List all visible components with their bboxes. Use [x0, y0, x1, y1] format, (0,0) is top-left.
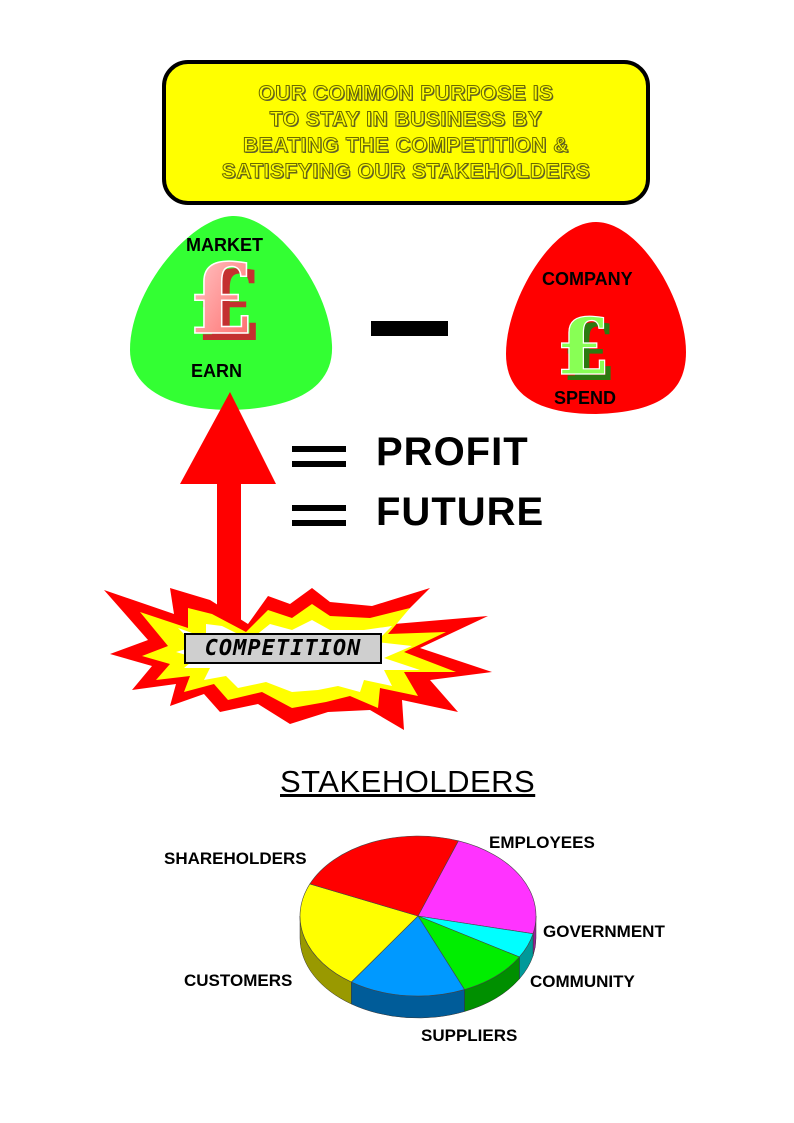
purpose-banner: OUR COMMON PURPOSE IS TO STAY IN BUSINES…	[162, 60, 650, 205]
pie-slice-suppliers	[350, 915, 465, 997]
purpose-line: TO STAY IN BUSINESS BY	[269, 107, 543, 131]
market-blob	[130, 215, 333, 410]
equals-sign-profit	[292, 446, 346, 467]
competition-label: COMPETITION	[204, 636, 362, 661]
pie-slice-employees	[417, 840, 537, 935]
pie-label-government: GOVERNMENT	[543, 922, 665, 941]
purpose-line: OUR COMMON PURPOSE IS	[258, 81, 554, 105]
company-label: COMPANY	[542, 269, 633, 289]
spend-label: SPEND	[554, 388, 617, 408]
earn-label: EARN	[191, 361, 243, 381]
svg-text:£: £	[188, 243, 255, 356]
stakeholders-pie-chart	[299, 835, 537, 1019]
equals-sign-future	[292, 505, 346, 526]
purpose-line: BEATING THE COMPETITION &	[243, 133, 569, 157]
company-blob	[506, 222, 686, 414]
svg-text:£: £	[196, 250, 263, 363]
minus-sign	[371, 321, 448, 336]
competition-up-arrow	[180, 392, 276, 640]
pie-slice-shareholders	[309, 835, 459, 917]
competition-label-box: COMPETITION	[184, 633, 382, 664]
purpose-line: SATISFYING OUR STAKEHOLDERS	[221, 159, 591, 183]
pie-label-employees: EMPLOYEES	[489, 833, 595, 852]
company-pound-icon: £ £	[555, 301, 616, 399]
profit-label: PROFIT	[376, 430, 529, 474]
stakeholders-title: STAKEHOLDERS	[280, 764, 536, 799]
svg-text:£: £	[562, 308, 616, 399]
pie-label-suppliers: SUPPLIERS	[421, 1026, 518, 1045]
future-label: FUTURE	[376, 490, 545, 534]
pie-slice-customers	[299, 883, 419, 983]
pie-label-customers: CUSTOMERS	[184, 971, 293, 990]
market-pound-icon: £ £	[187, 242, 263, 363]
market-label: MARKET	[186, 235, 263, 255]
svg-text:£: £	[556, 302, 610, 393]
pie-label-shareholders: SHAREHOLDERS	[164, 849, 307, 868]
pie-slice-community	[417, 915, 520, 990]
pie-label-community: COMMUNITY	[530, 972, 635, 991]
